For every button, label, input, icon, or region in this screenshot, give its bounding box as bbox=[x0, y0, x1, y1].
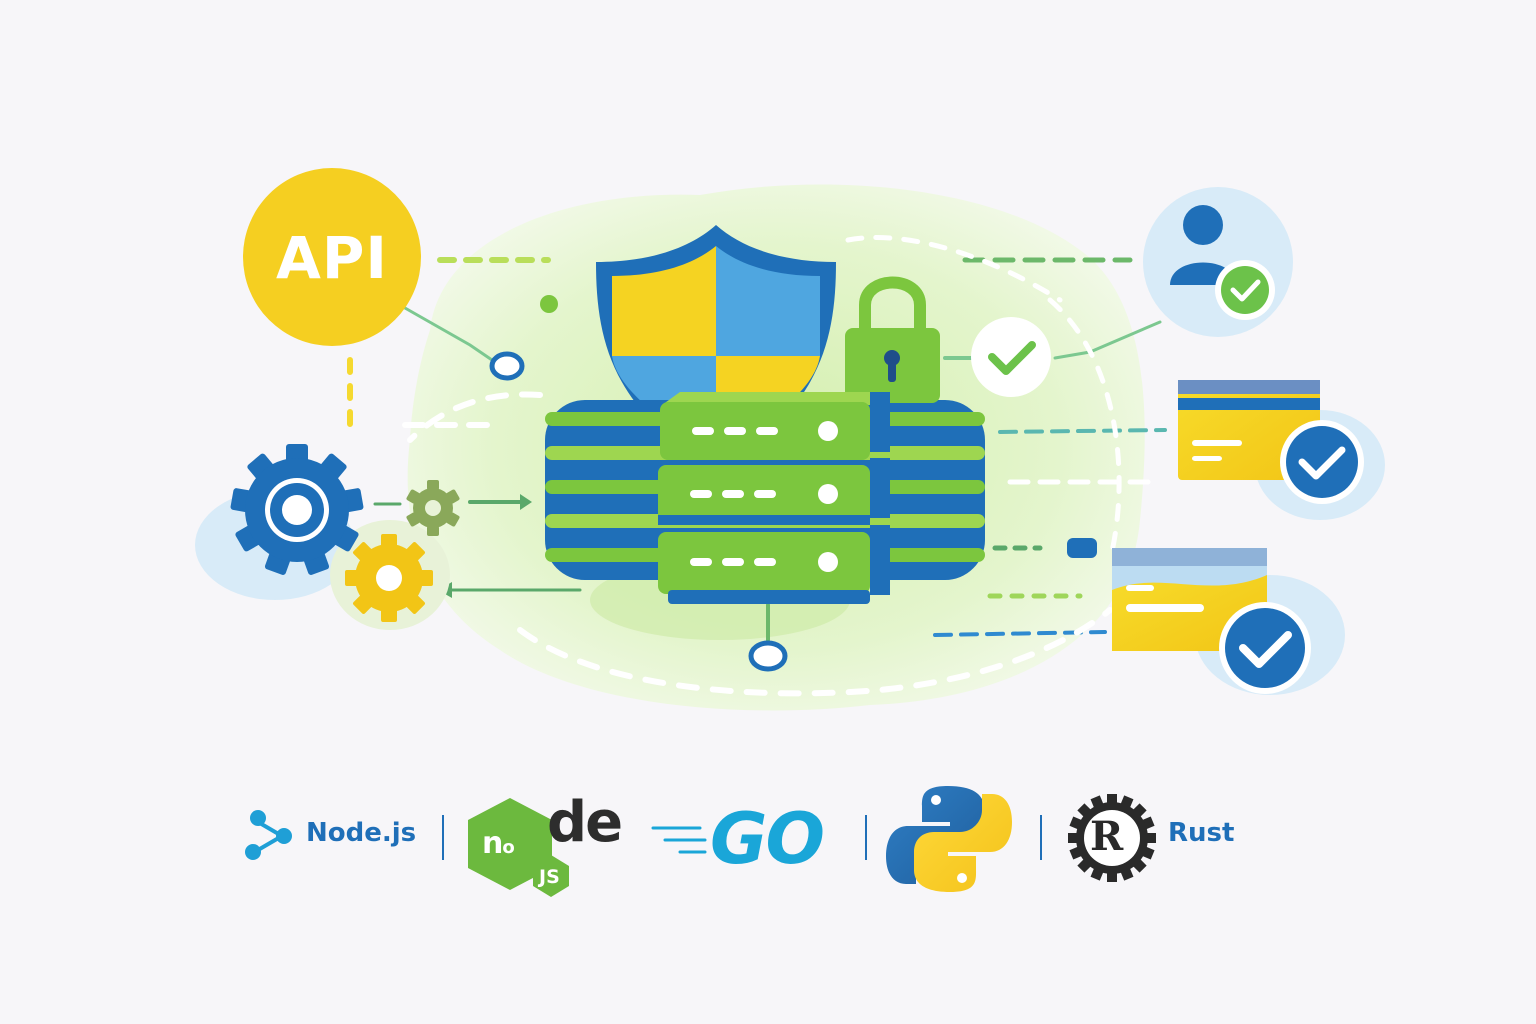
connector-node-icon bbox=[748, 640, 788, 672]
nodejs-label: Node.js bbox=[306, 818, 417, 848]
yellow-gear-icon bbox=[345, 534, 433, 622]
nodejs-hexagon-logo bbox=[468, 798, 569, 897]
verified-user-icon bbox=[1143, 187, 1293, 337]
blue-gear-icon bbox=[230, 444, 364, 575]
go-label: GO bbox=[710, 798, 825, 880]
verified-card-icon bbox=[1112, 548, 1345, 695]
node-dot bbox=[1067, 538, 1097, 558]
python-logo bbox=[886, 786, 1012, 892]
node-dot bbox=[540, 295, 558, 313]
gear-cluster bbox=[195, 444, 460, 630]
small-green-gear-icon bbox=[406, 480, 460, 536]
padlock-icon bbox=[845, 276, 940, 403]
server-unit bbox=[658, 525, 890, 604]
verified-card-icon bbox=[1178, 380, 1385, 520]
check-badge-icon bbox=[971, 317, 1051, 397]
go-speed-lines bbox=[651, 826, 707, 854]
api-label: API bbox=[276, 223, 388, 292]
rust-gear-logo bbox=[1068, 794, 1156, 882]
api-badge bbox=[243, 168, 421, 346]
share-nodes-icon bbox=[245, 810, 292, 860]
server-unit bbox=[658, 458, 890, 525]
rust-r-badge: R bbox=[1090, 813, 1124, 860]
server-unit bbox=[660, 392, 890, 460]
nodejs-js-badge: JS bbox=[539, 866, 560, 888]
rust-label: Rust bbox=[1168, 818, 1235, 848]
connector-lines bbox=[347, 235, 1167, 697]
nodejs-logo-text: no bbox=[482, 826, 515, 861]
nodejs-logo-text: de bbox=[547, 790, 623, 855]
connector-node-icon bbox=[489, 351, 525, 381]
server-stack bbox=[658, 392, 890, 604]
